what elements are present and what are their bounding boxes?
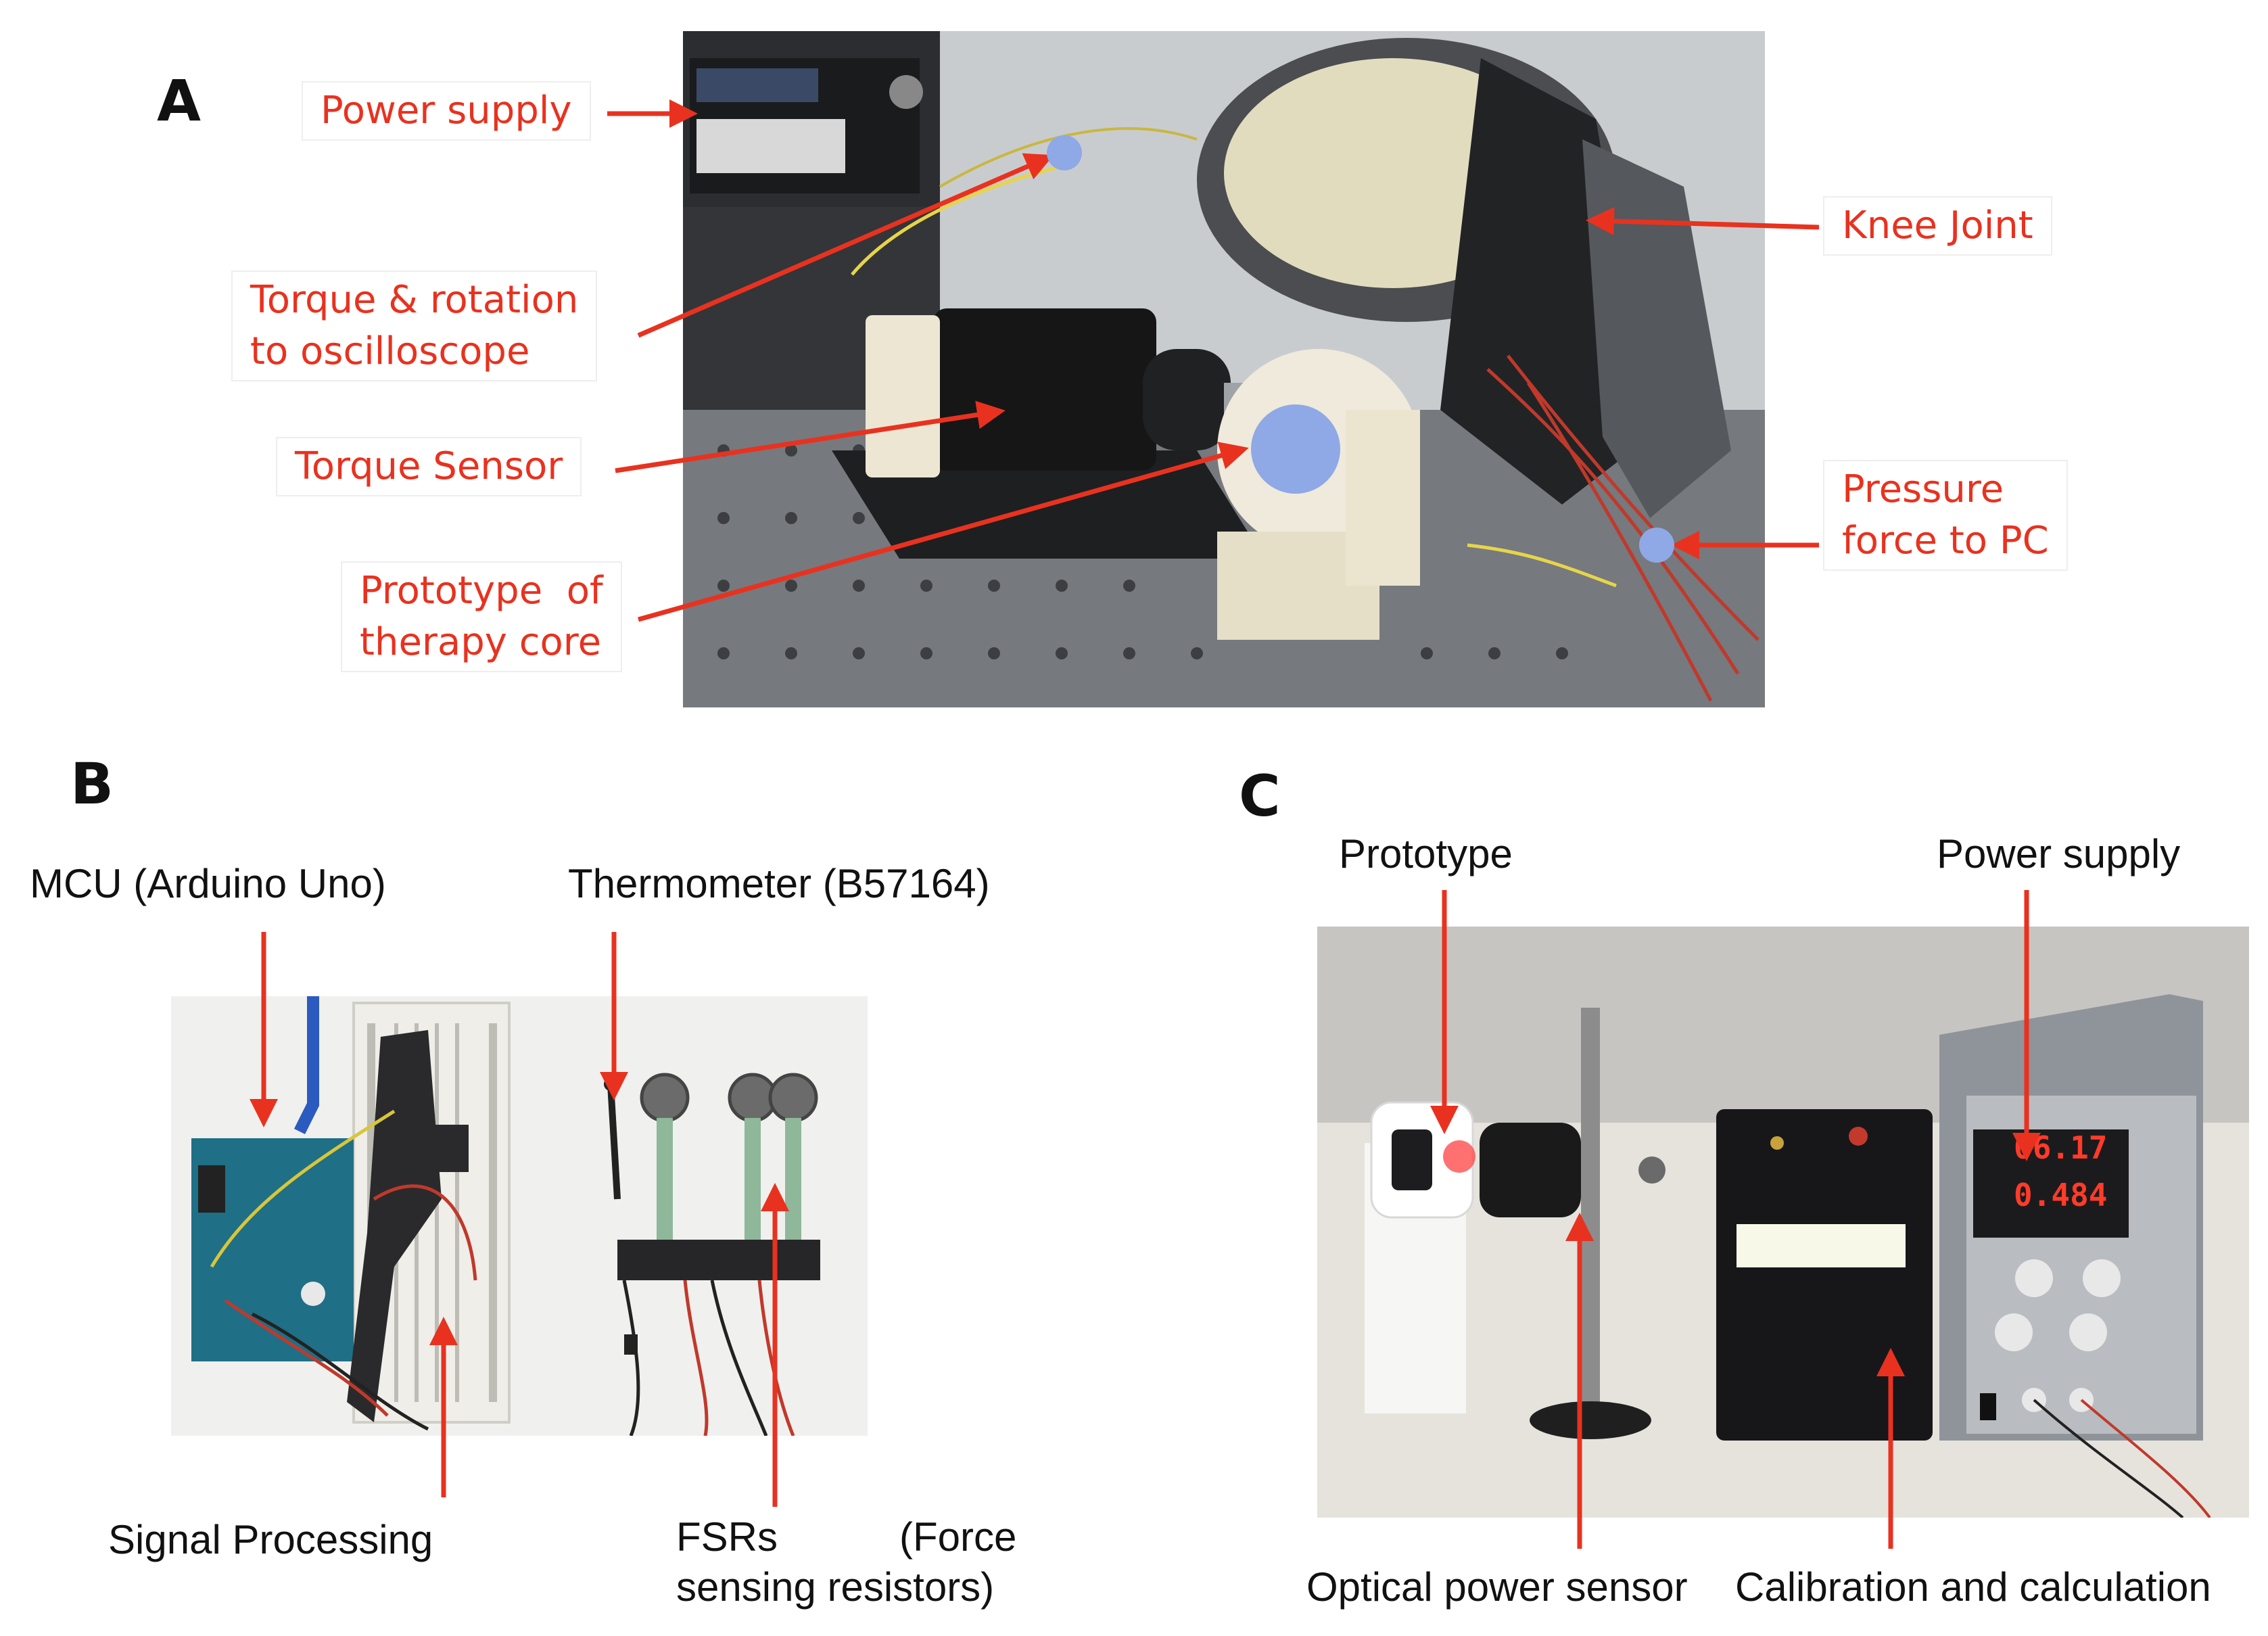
label-prototype-c: Prototype — [1339, 831, 1513, 877]
panel-c-letter: C — [1239, 763, 1281, 829]
voltage-display: 06.17 — [2014, 1129, 2108, 1166]
label-signal-processing: Signal Processing — [108, 1517, 433, 1562]
panel-c-photo: 06.17 0.484 — [1317, 927, 2249, 1518]
label-fsrs-force: (Force — [899, 1514, 1017, 1560]
label-calibration: Calibration and calculation — [1735, 1564, 2211, 1610]
panel-b-letter: B — [70, 751, 114, 817]
label-optical-power-sensor: Optical power sensor — [1306, 1564, 1688, 1610]
label-power-supply-c: Power supply — [1937, 831, 2181, 877]
current-display: 0.484 — [2014, 1177, 2108, 1213]
panel-b-photo — [171, 996, 868, 1436]
label-fsrs: FSRs — [676, 1514, 778, 1560]
label-thermometer: Thermometer (B57164) — [568, 861, 990, 906]
label-torque-sensor: Torque Sensor — [276, 437, 582, 496]
label-pressure: Pressure force to PC — [1823, 460, 2068, 571]
panel-a-letter: A — [157, 68, 202, 134]
label-mcu: MCU (Arduino Uno) — [30, 861, 386, 906]
panel-a-photo — [683, 31, 1765, 707]
label-power-supply-a: Power supply — [302, 81, 591, 141]
label-prototype-core: Prototype of therapy core — [341, 561, 622, 672]
label-fsrs-2: sensing resistors) — [676, 1564, 995, 1610]
label-torque-rotation: Torque & rotation to oscilloscope — [231, 271, 598, 381]
label-knee-joint: Knee Joint — [1823, 196, 2052, 256]
